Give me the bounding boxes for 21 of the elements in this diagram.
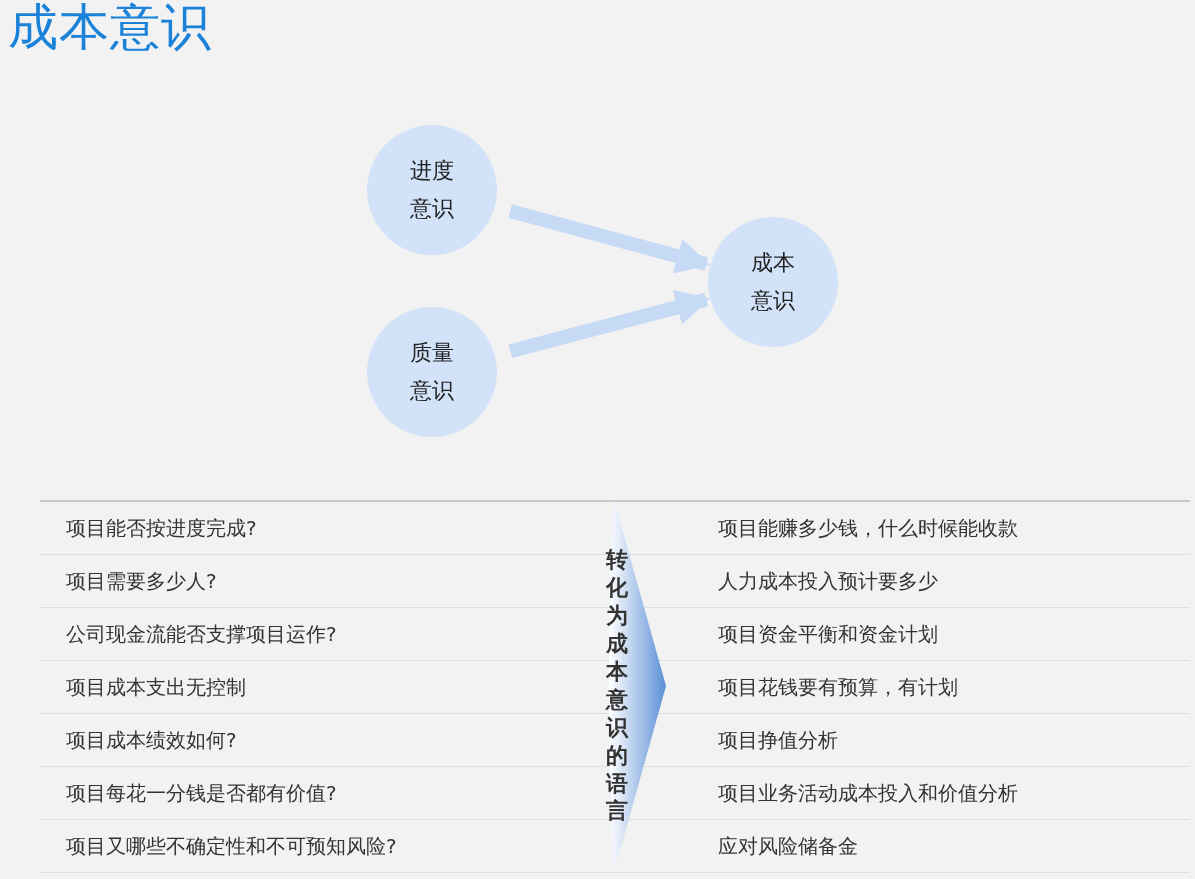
table-text: 项目需要多少人? [66,568,217,595]
table-text: 应对风险储备金 [718,833,858,860]
table-text: 项目又哪些不确定性和不可预知风险? [66,833,397,860]
table-text: 项目能赚多少钱，什么时候能收款 [718,515,1018,542]
circle-label: 成本意识 [750,248,796,315]
table-text: 项目花钱要有预算，有计划 [718,674,958,701]
table-text: 项目成本支出无控制 [66,674,246,701]
circle-label: 质量意识 [409,338,455,405]
table-text: 项目能否按进度完成? [66,515,257,542]
table-text: 公司现金流能否支撑项目运作? [66,621,337,648]
table-text: 项目业务活动成本投入和价值分析 [718,780,1018,807]
arrow [508,204,711,274]
arrow [508,289,711,359]
table-text: 人力成本投入预计要多少 [718,568,938,595]
chevron-label: 转化为成本意识的语言 [606,546,628,826]
table-text: 项目每花一分钱是否都有价值? [66,780,337,807]
table-text: 项目资金平衡和资金计划 [718,621,938,648]
circle-label: 进度意识 [409,156,455,223]
table-text: 项目成本绩效如何? [66,727,237,754]
page-title: 成本意识 [8,0,212,58]
table-text: 项目挣值分析 [718,727,838,754]
